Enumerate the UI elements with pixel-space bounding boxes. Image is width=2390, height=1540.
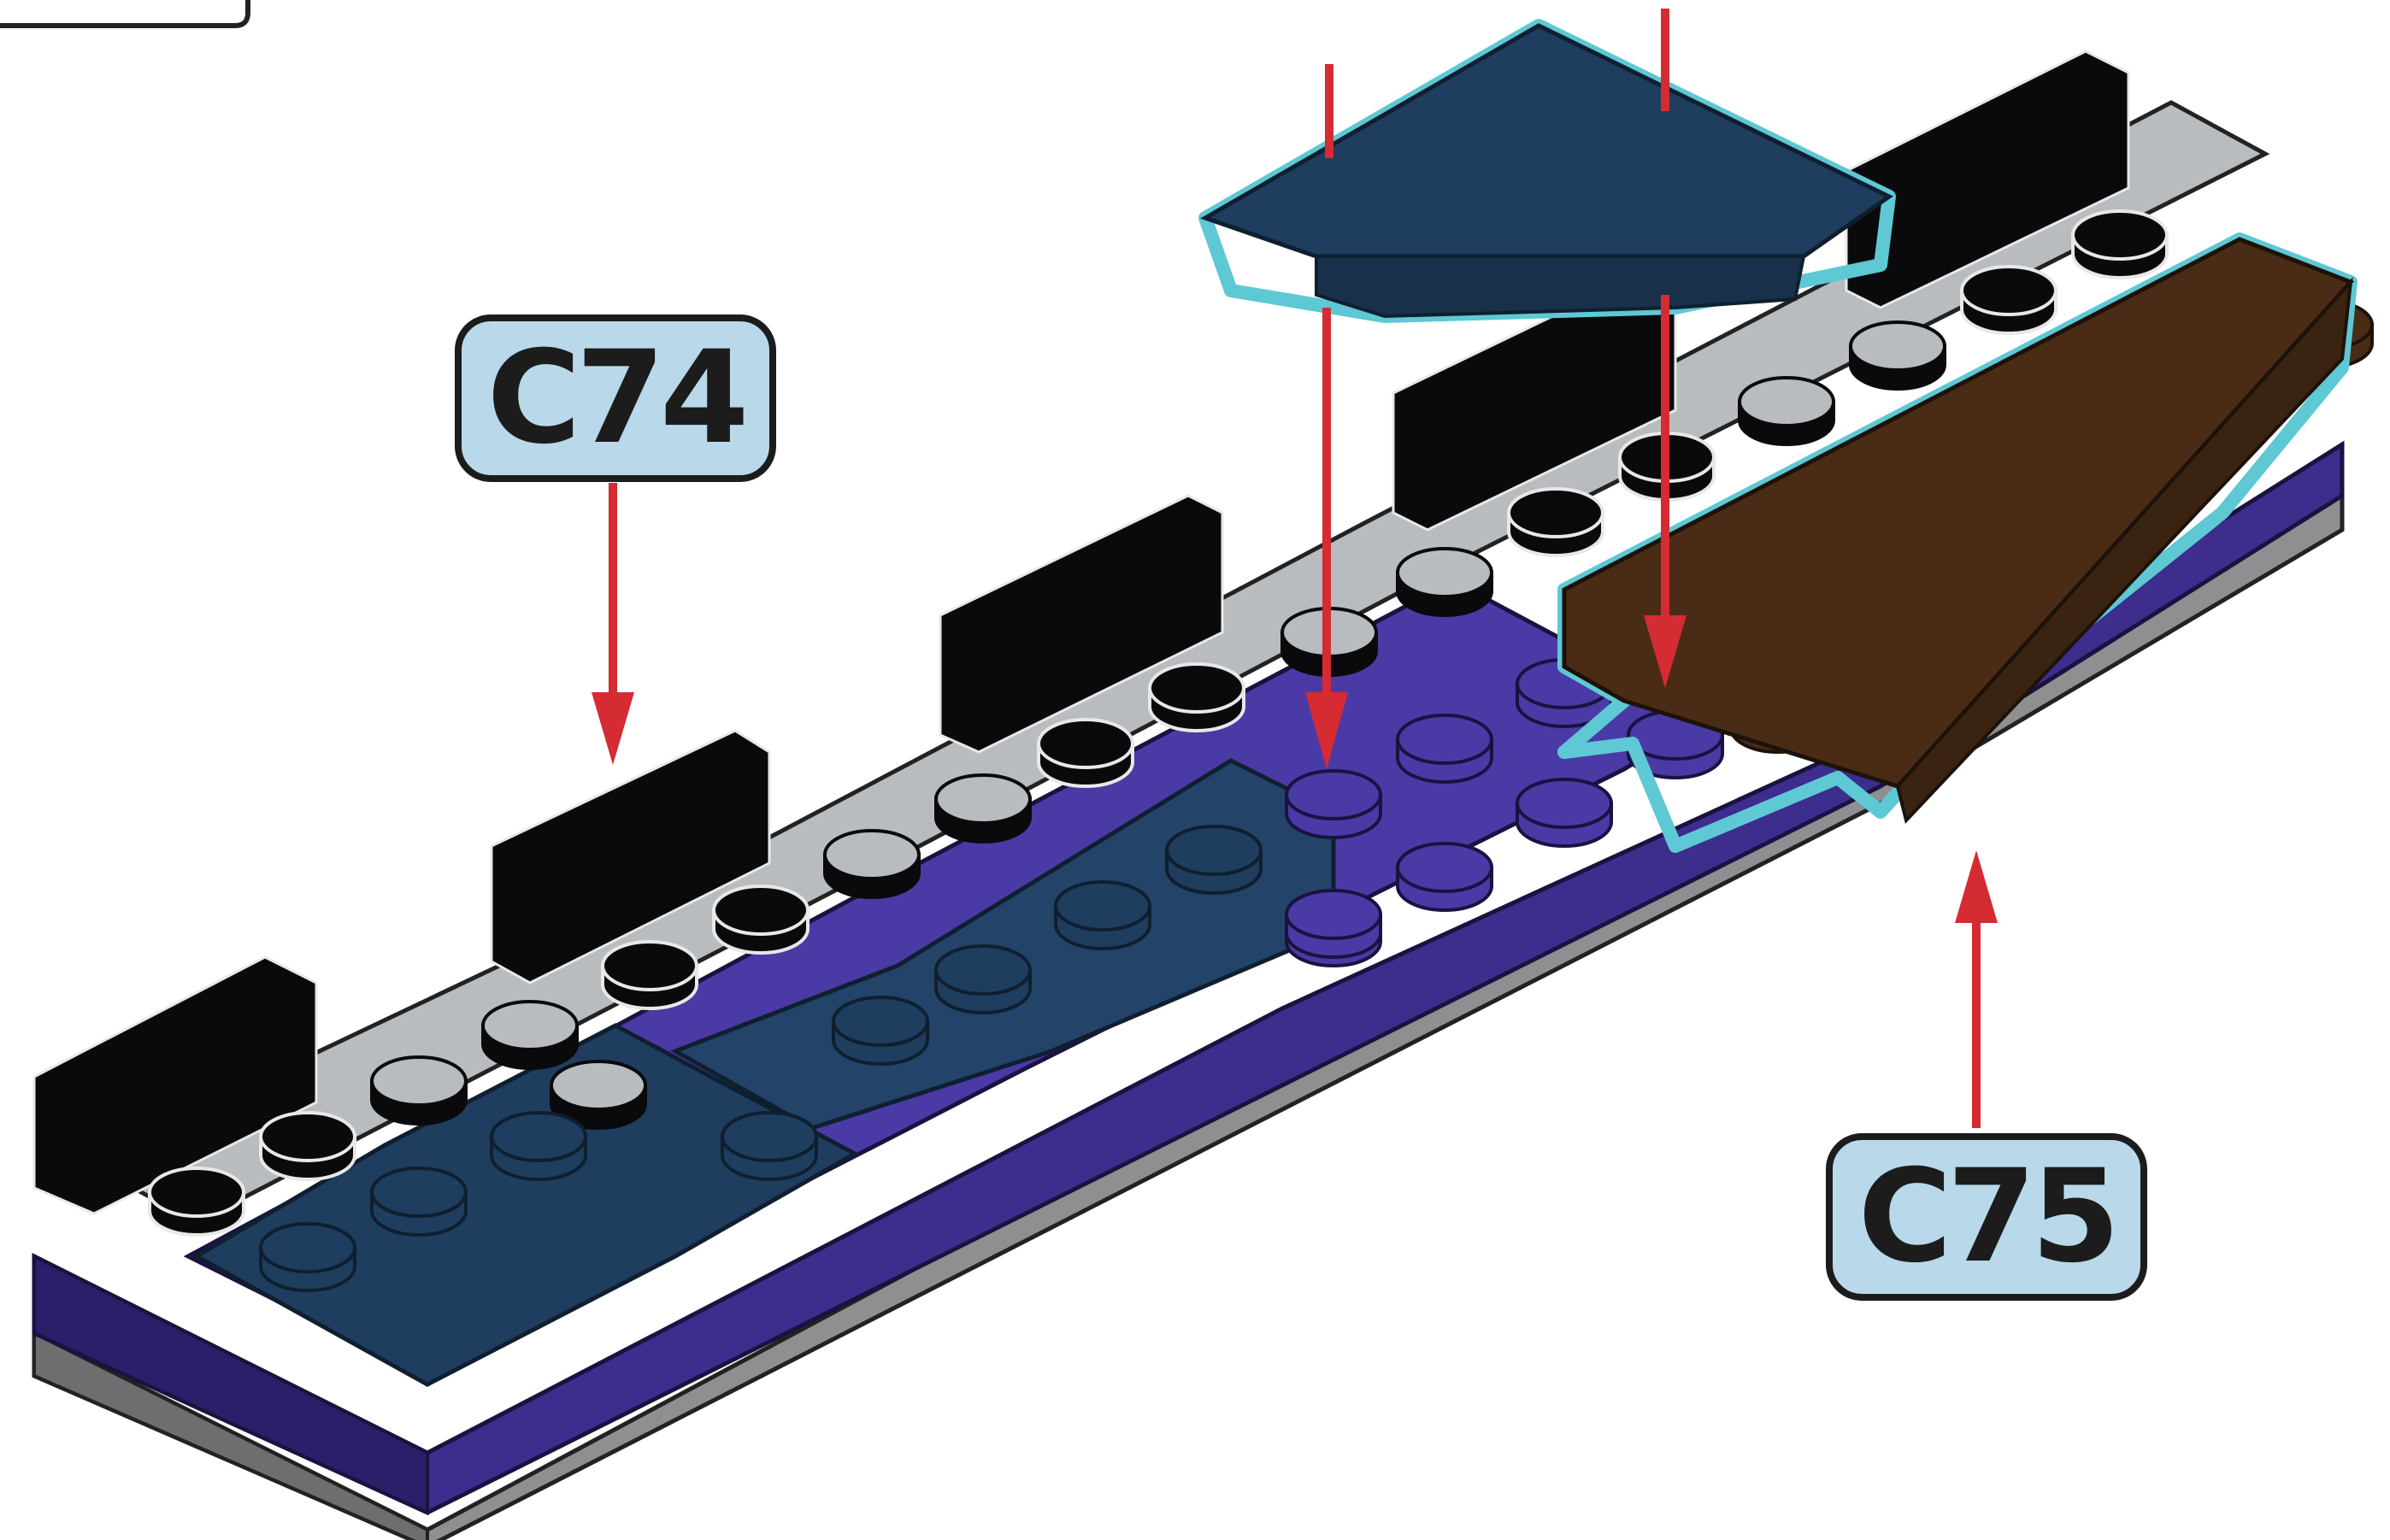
dark-blue-wedge-plate [1205, 26, 1889, 316]
stud [603, 942, 697, 1008]
stud [1509, 489, 1603, 555]
stud [1056, 882, 1150, 949]
stud [1398, 843, 1492, 910]
stud [492, 1113, 586, 1179]
stud [261, 1224, 355, 1290]
stud [1286, 771, 1380, 838]
dark-blue-wedge-side [1316, 256, 1804, 316]
stud [936, 775, 1030, 842]
stud [1039, 720, 1133, 786]
panel-corner [0, 0, 248, 26]
stud [1517, 779, 1611, 846]
stud [714, 886, 808, 953]
stud [825, 831, 919, 897]
stud [1851, 322, 1945, 389]
stud [1398, 715, 1492, 782]
stud [1398, 549, 1492, 615]
stud [1740, 378, 1834, 444]
stud [483, 1002, 577, 1068]
callout-c74-box [458, 318, 773, 479]
stud [936, 946, 1030, 1013]
stud [1286, 890, 1380, 957]
arrow-c74-head [592, 692, 634, 765]
stud [372, 1168, 466, 1235]
stud [722, 1113, 816, 1179]
stud [1962, 267, 2056, 333]
callout-c75-box [1829, 1137, 2144, 1297]
stud [833, 997, 927, 1064]
stud [1167, 826, 1261, 893]
stud [1150, 664, 1244, 731]
stud [150, 1168, 244, 1235]
stud [2073, 211, 2167, 278]
stud [372, 1057, 466, 1124]
stud [261, 1113, 355, 1179]
arrow-c75-head [1955, 850, 1998, 923]
